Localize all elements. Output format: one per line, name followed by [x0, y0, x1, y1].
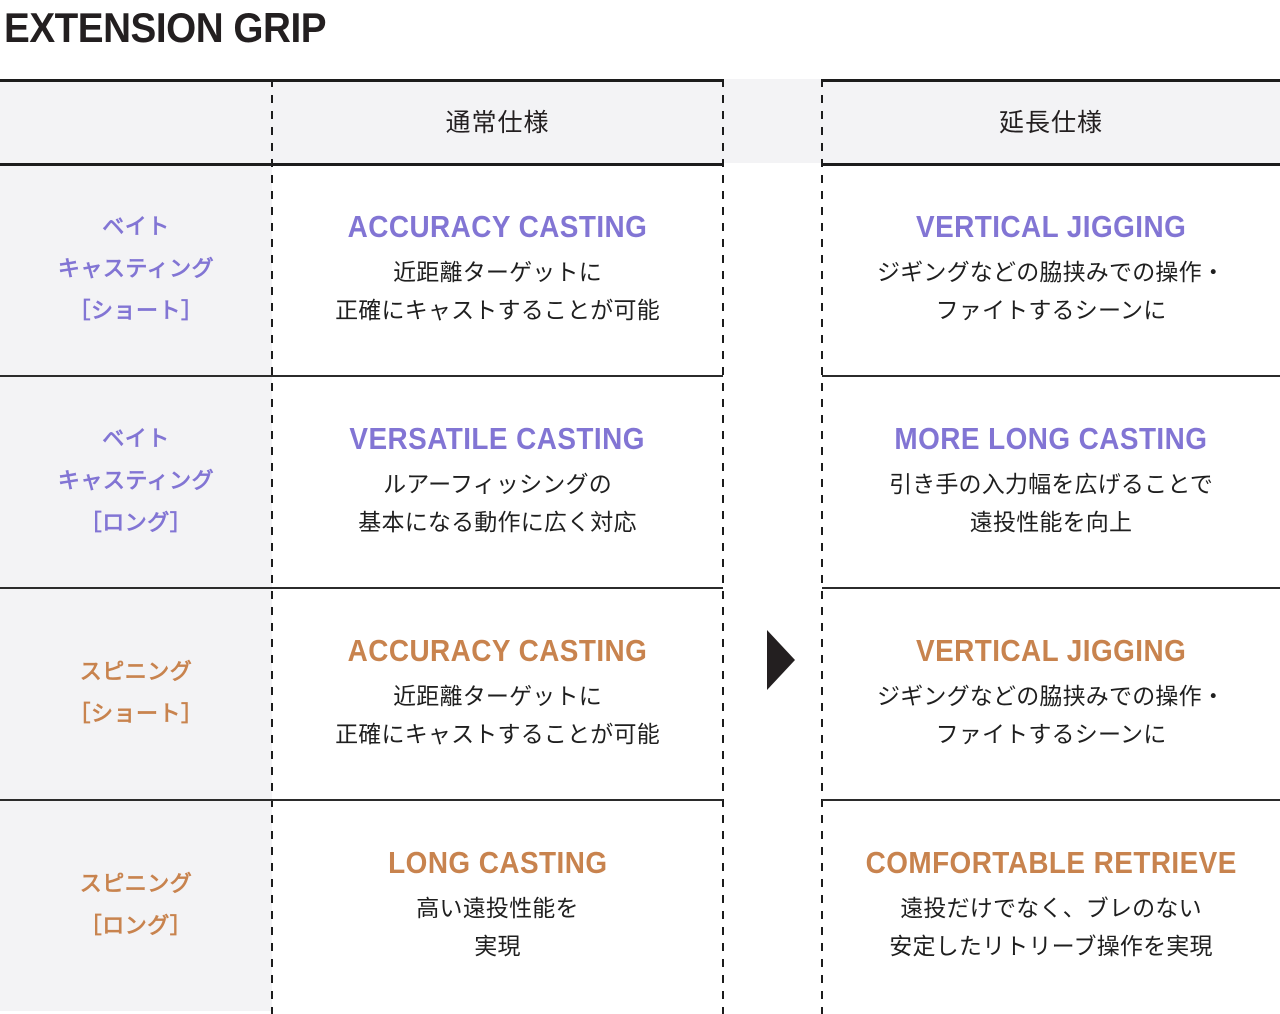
- normal-headline: ACCURACY CASTING: [347, 633, 648, 669]
- table-header-row: 通常仕様 延長仕様: [0, 79, 1280, 163]
- header-extension-spec-label: 延長仕様: [998, 109, 1103, 137]
- normal-desc-line: 近距離ターゲットに: [393, 259, 602, 286]
- header-bottom-rule-right: [822, 163, 1280, 166]
- table-row: ベイト キャスティング ［ショート］ ACCURACY CASTING 近距離タ…: [0, 163, 1280, 375]
- normal-headline: ACCURACY CASTING: [347, 209, 648, 245]
- comparison-table: 通常仕様 延長仕様 ベイト キャスティング ［ショート］ ACCURACY CA…: [0, 79, 1280, 1014]
- row-label-line: キャスティング: [57, 255, 215, 281]
- extension-desc-line: ファイトするシーンに: [935, 720, 1167, 747]
- normal-desc-line: 基本になる動作に広く対応: [358, 508, 637, 535]
- gap-cell: [723, 587, 822, 799]
- normal-desc-line: 正確にキャストすることが可能: [335, 296, 660, 323]
- gap-cell: [723, 799, 822, 1011]
- extension-spec-cell: MORE LONG CASTING 引き手の入力幅を広げることで 遠投性能を向上: [822, 375, 1280, 587]
- extension-desc-line: 遠投性能を向上: [969, 508, 1133, 535]
- header-normal-spec-cell: 通常仕様: [272, 79, 723, 163]
- row-label-line: ［ショート］: [68, 701, 204, 726]
- extension-desc-line: ファイトするシーンに: [935, 296, 1167, 323]
- extension-spec-cell: VERTICAL JIGGING ジギングなどの脇挟みでの操作・ ファイトするシ…: [822, 163, 1280, 375]
- normal-headline: VERSATILE CASTING: [349, 421, 646, 457]
- normal-desc-line: 実現: [474, 932, 521, 959]
- right-triangle-arrow-icon: [767, 630, 795, 690]
- table-row: スピニング ［ショート］ ACCURACY CASTING 近距離ターゲットに …: [0, 587, 1280, 799]
- normal-desc-line: 高い遠投性能を: [416, 895, 579, 922]
- normal-spec-cell: ACCURACY CASTING 近距離ターゲットに 正確にキャストすることが可…: [272, 587, 723, 799]
- header-extension-spec-cell: 延長仕様: [822, 79, 1280, 163]
- row-label-cell: ベイト キャスティング ［ロング］: [0, 375, 272, 587]
- header-bottom-rule-left: [0, 163, 723, 166]
- row-label-cell: スピニング ［ロング］: [0, 799, 272, 1011]
- row-divider-right: [822, 375, 1280, 377]
- normal-headline: LONG CASTING: [387, 845, 608, 881]
- extension-spec-cell: COMFORTABLE RETRIEVE 遠投だけでなく、ブレのない 安定したリ…: [822, 799, 1280, 1011]
- table-top-rule-right: [822, 79, 1280, 82]
- extension-desc-line: 安定したリトリーブ操作を実現: [889, 932, 1213, 959]
- extension-desc-line: 遠投だけでなく、ブレのない: [900, 895, 1202, 922]
- header-normal-spec-label: 通常仕様: [445, 109, 550, 137]
- row-label-line: ベイト: [102, 425, 170, 451]
- row-label-line: ［ロング］: [79, 913, 193, 938]
- row-label-cell: スピニング ［ショート］: [0, 587, 272, 799]
- extension-desc-line: ジギングなどの脇挟みでの操作・: [877, 259, 1225, 286]
- row-label-line: ［ショート］: [68, 298, 204, 324]
- extension-headline: VERTICAL JIGGING: [915, 209, 1187, 245]
- page-title: EXTENSION GRIP: [4, 4, 327, 51]
- row-label-line: スピニング: [79, 658, 193, 684]
- normal-desc-line: 正確にキャストすることが可能: [335, 720, 660, 747]
- normal-spec-cell: VERSATILE CASTING ルアーフィッシングの 基本になる動作に広く対…: [272, 375, 723, 587]
- header-corner-cell: [0, 79, 272, 163]
- table-row: スピニング ［ロング］ LONG CASTING 高い遠投性能を 実現 COMF…: [0, 799, 1280, 1011]
- extension-spec-cell: VERTICAL JIGGING ジギングなどの脇挟みでの操作・ ファイトするシ…: [822, 587, 1280, 799]
- normal-spec-cell: LONG CASTING 高い遠投性能を 実現: [272, 799, 723, 1011]
- row-divider-right: [822, 799, 1280, 801]
- row-divider-left: [0, 799, 723, 801]
- row-divider-left: [0, 375, 723, 377]
- row-divider-right: [822, 587, 1280, 589]
- extension-headline: COMFORTABLE RETRIEVE: [865, 845, 1237, 881]
- extension-desc-line: 引き手の入力幅を広げることで: [888, 471, 1214, 498]
- row-label-line: ［ロング］: [79, 510, 193, 536]
- row-label-line: スピニング: [79, 870, 193, 896]
- normal-desc-line: ルアーフィッシングの: [383, 471, 612, 498]
- row-divider-left: [0, 587, 723, 589]
- header-gap-cell: [723, 79, 822, 163]
- extension-headline: VERTICAL JIGGING: [915, 633, 1187, 669]
- extension-headline: MORE LONG CASTING: [894, 421, 1208, 457]
- normal-desc-line: 近距離ターゲットに: [393, 683, 602, 710]
- gap-cell: [723, 163, 822, 375]
- table-top-rule-left: [0, 79, 723, 82]
- column-divider-label: [271, 79, 273, 1014]
- column-divider-extension: [821, 79, 823, 1014]
- column-divider-normal: [722, 79, 724, 1014]
- row-label-line: キャスティング: [57, 467, 215, 493]
- extension-desc-line: ジギングなどの脇挟みでの操作・: [877, 683, 1225, 710]
- row-label-line: ベイト: [102, 213, 170, 239]
- table-row: ベイト キャスティング ［ロング］ VERSATILE CASTING ルアーフ…: [0, 375, 1280, 587]
- gap-cell: [723, 375, 822, 587]
- row-label-cell: ベイト キャスティング ［ショート］: [0, 163, 272, 375]
- normal-spec-cell: ACCURACY CASTING 近距離ターゲットに 正確にキャストすることが可…: [272, 163, 723, 375]
